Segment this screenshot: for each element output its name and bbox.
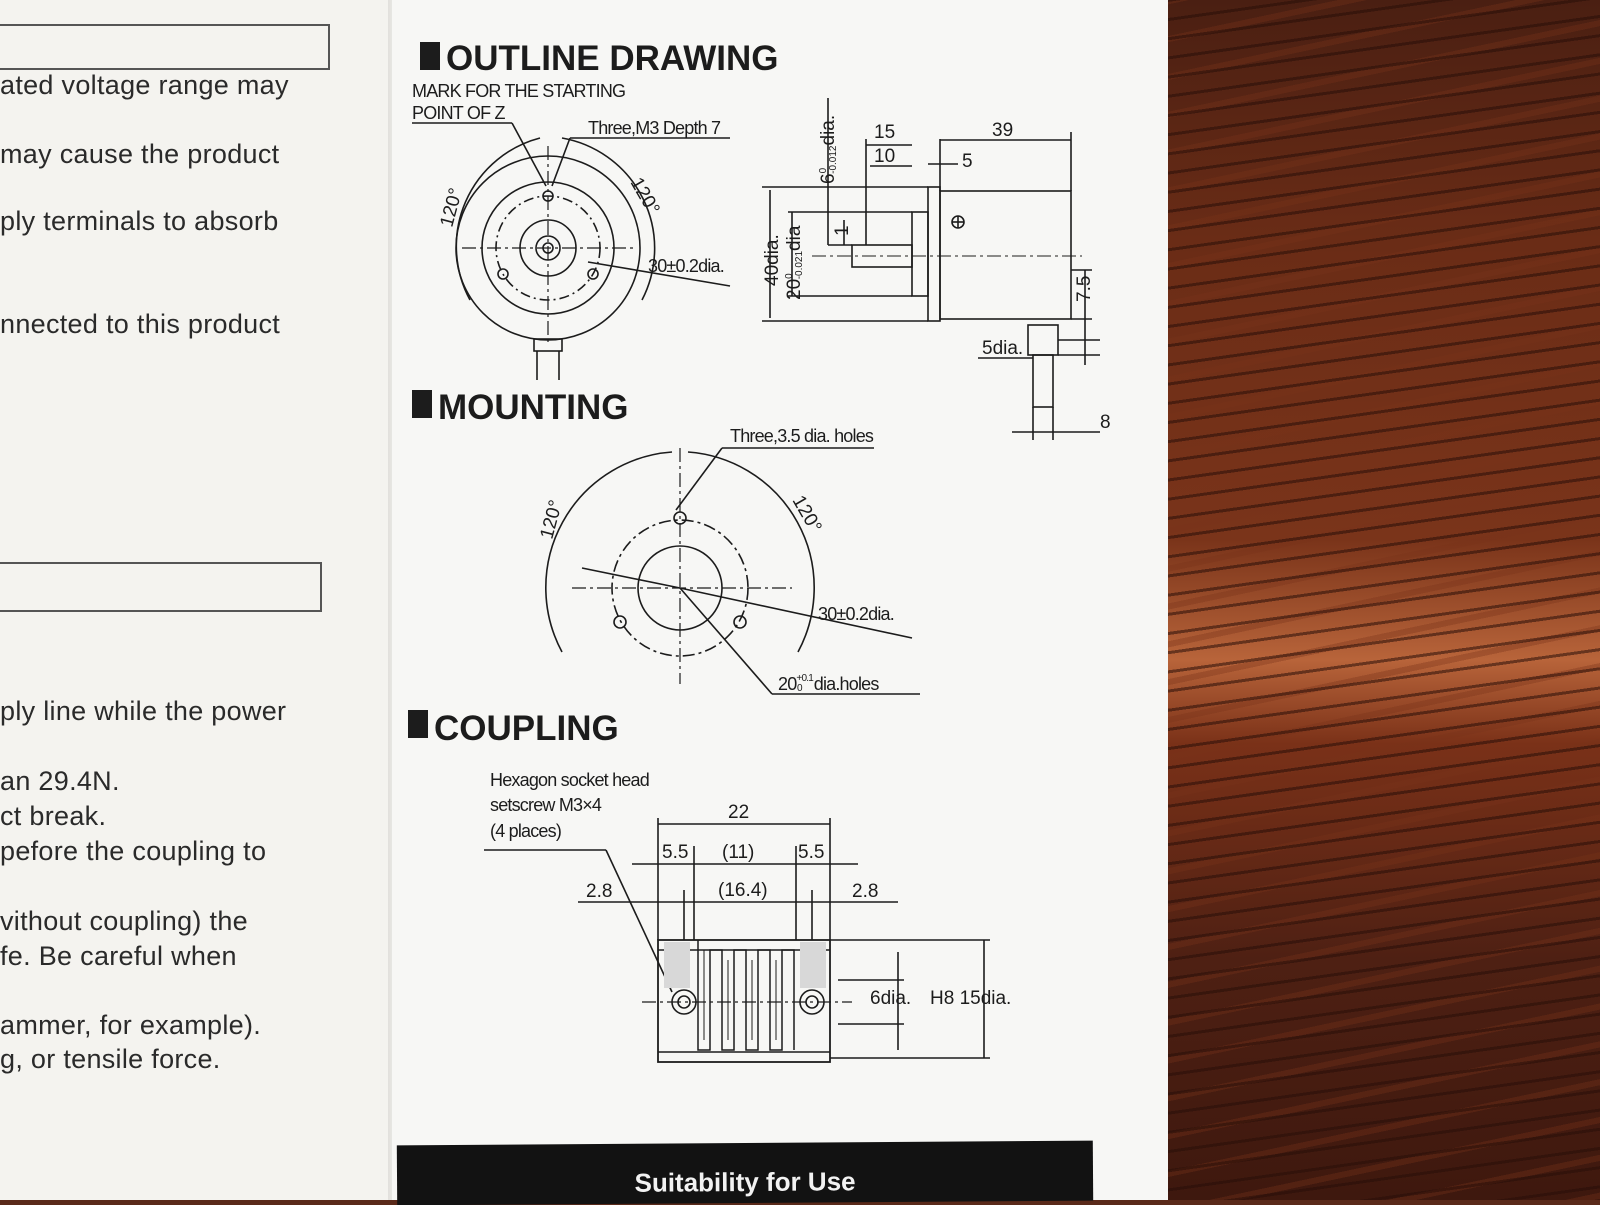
left-header-box-top — [0, 24, 330, 70]
body-dia-label: 40dia. — [762, 234, 783, 286]
mount-pcd-label: 30±0.2dia. — [818, 604, 894, 624]
coupling-side-view — [642, 939, 852, 1063]
left-text-line: vithout coupling) the — [0, 906, 248, 936]
shaft-dia-label: 60-0.012dia. — [818, 115, 839, 184]
mount-angle-left-label: 120° — [537, 498, 567, 541]
dim-5: 5 — [962, 151, 973, 172]
left-text-line: nnected to this product — [0, 309, 281, 339]
dim-1: 1 — [832, 225, 853, 236]
encoder-side-view: 15 10 5 39 40dia. 200-0.021dia 60-0.012d… — [762, 98, 1111, 440]
dim-5-5-right: 5.5 — [798, 842, 824, 863]
right-page: OUTLINE DRAWING MARK FOR THE STARTING PO… — [392, 0, 1168, 1205]
angle-left-label: 120° — [437, 186, 467, 229]
left-text-line: g, or tensile force. — [0, 1044, 221, 1074]
spigot-dia-label: 200-0.021dia — [784, 225, 805, 300]
coupling-section: COUPLING Hexagon socket head setscrew M3… — [408, 709, 1011, 1063]
mark-leader — [511, 122, 547, 187]
screw-label: Three,M3 Depth 7 — [588, 118, 721, 138]
left-text-line: fe. Be careful when — [0, 941, 237, 971]
wood-table-background — [1160, 0, 1600, 1200]
dim-39: 39 — [992, 120, 1013, 141]
dim-16-4: (16.4) — [718, 880, 768, 901]
technical-drawing: OUTLINE DRAWING MARK FOR THE STARTING PO… — [408, 39, 1111, 1063]
outline-pcd-label: 30±0.2dia. — [648, 256, 724, 276]
coupling-dimensions: 22 5.5 (11) 5.5 2.8 (16.4) 2.8 6dia. H8 … — [578, 802, 1011, 1059]
dim-22: 22 — [728, 802, 749, 823]
footer-title: Suitability for Use — [634, 1166, 856, 1198]
dim-15: 15 — [874, 122, 895, 143]
mounting-heading: MOUNTING — [438, 388, 629, 427]
dim-11: (11) — [722, 842, 754, 863]
dim-2-8-left: 2.8 — [586, 881, 612, 902]
bore-dia-label: 6dia. — [870, 988, 911, 1009]
left-text-line: ply terminals to absorb — [0, 206, 279, 236]
left-header-box-bottom — [0, 562, 322, 612]
screw-leader — [551, 137, 571, 187]
dim-8: 8 — [1100, 412, 1111, 433]
left-text-line: ated voltage range may — [0, 70, 289, 100]
left-text-line: ct break. — [0, 801, 107, 831]
mounting-section: MOUNTING Three,3.5 dia. holes 120° 120° … — [412, 388, 920, 695]
angle-right-label: 120° — [626, 174, 664, 219]
footer-bar: Suitability for Use — [396, 1140, 1094, 1205]
dim-2-8-right: 2.8 — [852, 881, 878, 902]
coupling-heading: COUPLING — [434, 709, 619, 748]
left-text-line: an 29.4N. — [0, 766, 120, 796]
setscrew-label-line1: Hexagon socket head — [490, 770, 649, 790]
left-text-line: may cause the product — [0, 139, 280, 169]
heading-square-icon — [408, 710, 428, 738]
holes-label: Three,3.5 dia. holes — [730, 426, 874, 446]
outer-dia-label: H8 15dia. — [930, 988, 1011, 1009]
setscrew-label-line2: setscrew M3×4 — [490, 795, 602, 815]
cable-dia-label: 5dia. — [982, 338, 1023, 359]
dim-7-5: 7.5 — [1074, 276, 1095, 302]
left-text-line: ammer, for example). — [0, 1010, 262, 1040]
encoder-front-view: 120° 120° 30±0.2dia. — [437, 137, 731, 380]
left-text-line: ply line while the power — [0, 696, 287, 726]
outline-drawing-section: OUTLINE DRAWING MARK FOR THE STARTING PO… — [412, 39, 1111, 440]
left-text-line: pefore the coupling to — [0, 836, 267, 866]
heading-square-icon — [412, 390, 432, 418]
mark-label-line1: MARK FOR THE STARTING — [412, 81, 625, 101]
outline-heading: OUTLINE DRAWING — [446, 39, 778, 78]
dim-10: 10 — [874, 146, 895, 167]
dim-5-5-left: 5.5 — [662, 842, 688, 863]
mark-label-line2: POINT OF Z — [412, 103, 505, 123]
setscrew-label-line3: (4 places) — [490, 821, 561, 841]
heading-square-icon — [420, 42, 440, 70]
left-page: ated voltage range may may cause the pro… — [0, 0, 392, 1200]
